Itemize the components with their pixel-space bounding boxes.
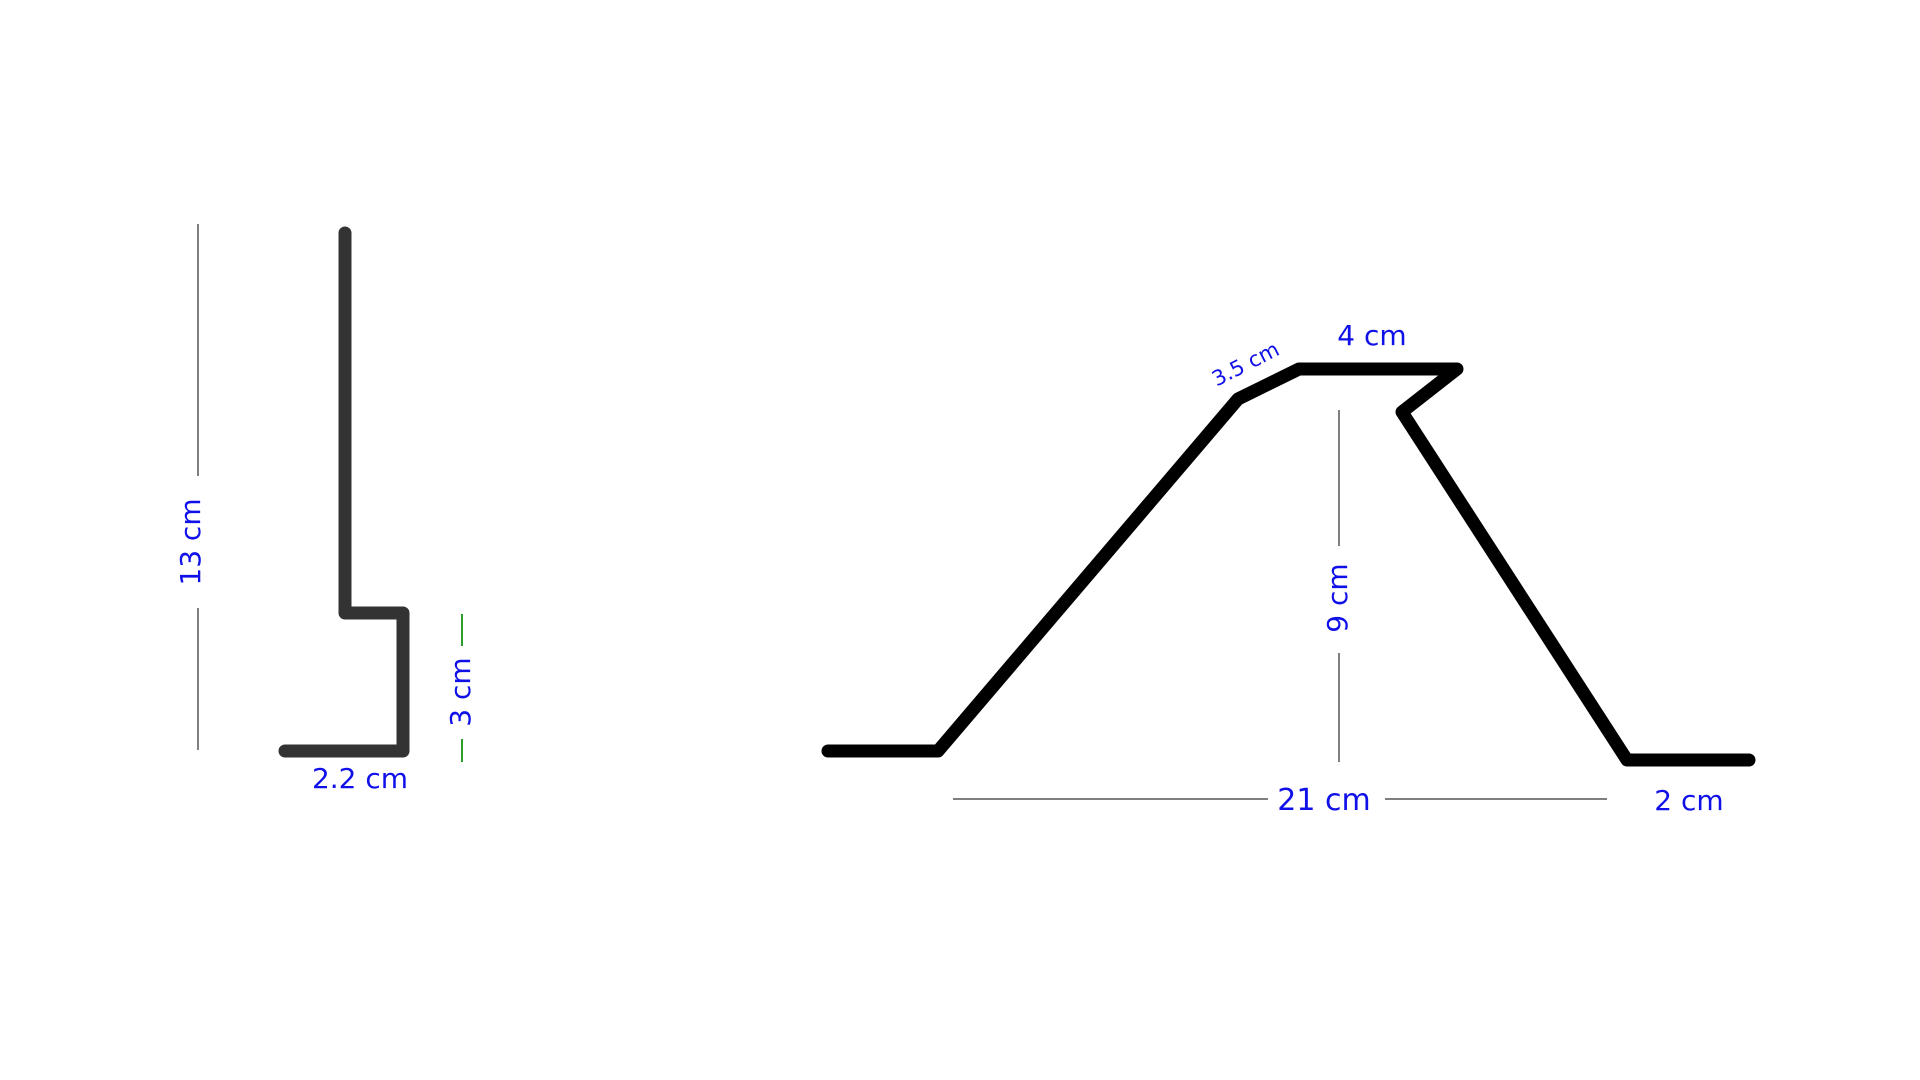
left-height-label: 13 cm <box>174 498 207 585</box>
right-span-label: 21 cm <box>1277 783 1370 818</box>
right-profile-shape <box>821 362 1756 767</box>
left-step-label: 3 cm <box>444 657 477 726</box>
left-profile: 13 cm 3 cm 2.2 cm <box>174 224 477 795</box>
right-foot-label: 2 cm <box>1654 784 1723 817</box>
left-base-label: 2.2 cm <box>312 762 408 795</box>
right-top-label: 4 cm <box>1337 319 1406 352</box>
left-profile-shape <box>278 226 410 758</box>
right-height-label: 9 cm <box>1321 563 1354 632</box>
right-profile: 3.5 cm 4 cm 9 cm 21 cm 2 cm <box>821 319 1756 818</box>
